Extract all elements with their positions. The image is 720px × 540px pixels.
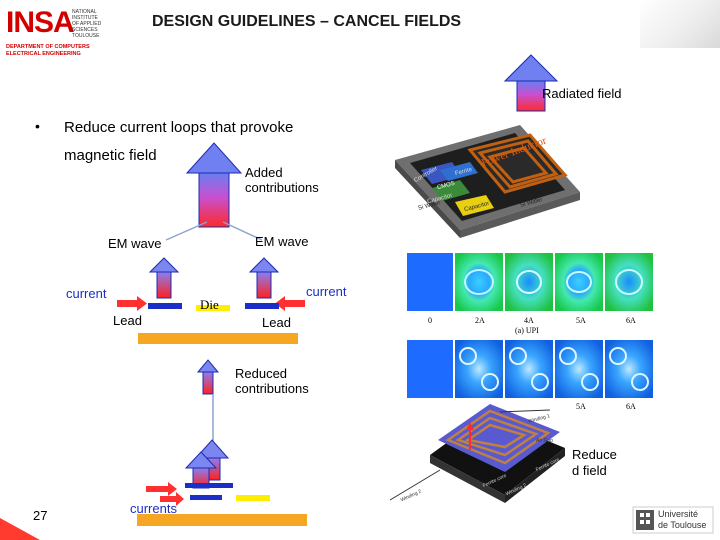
bottom-conductor-2 xyxy=(190,495,222,500)
insa-logo-text: INSA xyxy=(6,6,75,39)
coil-label-air-gap: Air Gap xyxy=(536,438,553,444)
coil-image xyxy=(389,404,565,503)
univ-logo-text: Université de Toulouse xyxy=(658,509,707,530)
added-contributions-label: Added contributions xyxy=(245,165,319,195)
page-number: 27 xyxy=(33,508,48,523)
field-label-6a: 6A xyxy=(626,316,636,325)
radiated-field-label: Radiated field xyxy=(542,86,622,101)
lead-conductor-right xyxy=(245,303,279,309)
bullet-line-1: Reduce current loops that provoke xyxy=(64,119,294,136)
red-wedge xyxy=(0,518,40,540)
department-label: DEPARTMENT OF COMPUTERS ELECTRICAL ENGIN… xyxy=(6,44,90,57)
field-caption-upi: (a) UPI xyxy=(515,326,539,335)
currents-label: currents xyxy=(130,501,177,516)
field-label-bottom-6a: 6A xyxy=(626,402,636,411)
em-wave-arrow-left xyxy=(148,257,180,299)
field-label-2a: 2A xyxy=(475,316,485,325)
field-map-bottom-row xyxy=(407,340,653,398)
em-line-left xyxy=(165,221,208,241)
current-arrow-left xyxy=(117,296,147,311)
field-label-0: 0 xyxy=(428,316,432,325)
currents-arrow-1 xyxy=(146,482,177,496)
bottom-conductor-3 xyxy=(236,495,270,501)
package-bar-bottom xyxy=(137,514,307,526)
radiated-field-arrow xyxy=(503,54,559,112)
package-bar-top xyxy=(138,333,298,344)
bullet-line-2: magnetic field xyxy=(64,147,157,164)
current-right-label: current xyxy=(306,284,347,299)
insa-logo: INSA NATIONAL INSTITUTE OF APPLIED SCIEN… xyxy=(6,6,118,58)
added-contributions-arrow xyxy=(185,142,243,228)
corner-decoration xyxy=(640,0,720,48)
em-wave-arrow-right xyxy=(248,257,280,299)
die-label: Die xyxy=(200,297,219,312)
reduce-field-label: Reduce d field xyxy=(572,447,617,478)
reduced-contributions-arrow xyxy=(196,359,220,395)
field-map-top-row xyxy=(407,253,653,311)
field-label-4a: 4A xyxy=(524,316,534,325)
field-label-5a: 5A xyxy=(576,316,586,325)
bullet-marker: • xyxy=(35,118,40,134)
em-wave-right-label: EM wave xyxy=(255,234,309,249)
currents-arrow-2 xyxy=(160,492,184,506)
univ-toulouse-logo xyxy=(632,506,714,534)
pcb-power-inductor-image xyxy=(395,125,580,238)
lead-right-label: Lead xyxy=(262,315,291,330)
em-line-right xyxy=(222,221,263,241)
reduced-contributions-label: Reduced contributions xyxy=(235,366,309,396)
bottom-conductor-1 xyxy=(185,483,233,488)
current-arrow-right xyxy=(275,296,305,311)
lead-left-label: Lead xyxy=(113,313,142,328)
field-label-bottom-5a: 5A xyxy=(576,402,586,411)
page-title: DESIGN GUIDELINES – CANCEL FIELDS xyxy=(152,13,462,30)
lead-conductor-left xyxy=(148,303,182,309)
die-conductor xyxy=(196,305,230,311)
current-left-label: current xyxy=(66,286,107,301)
insa-logo-subtext: NATIONAL INSTITUTE OF APPLIED SCIENCES T… xyxy=(72,9,102,39)
em-wave-left-label: EM wave xyxy=(108,236,162,251)
